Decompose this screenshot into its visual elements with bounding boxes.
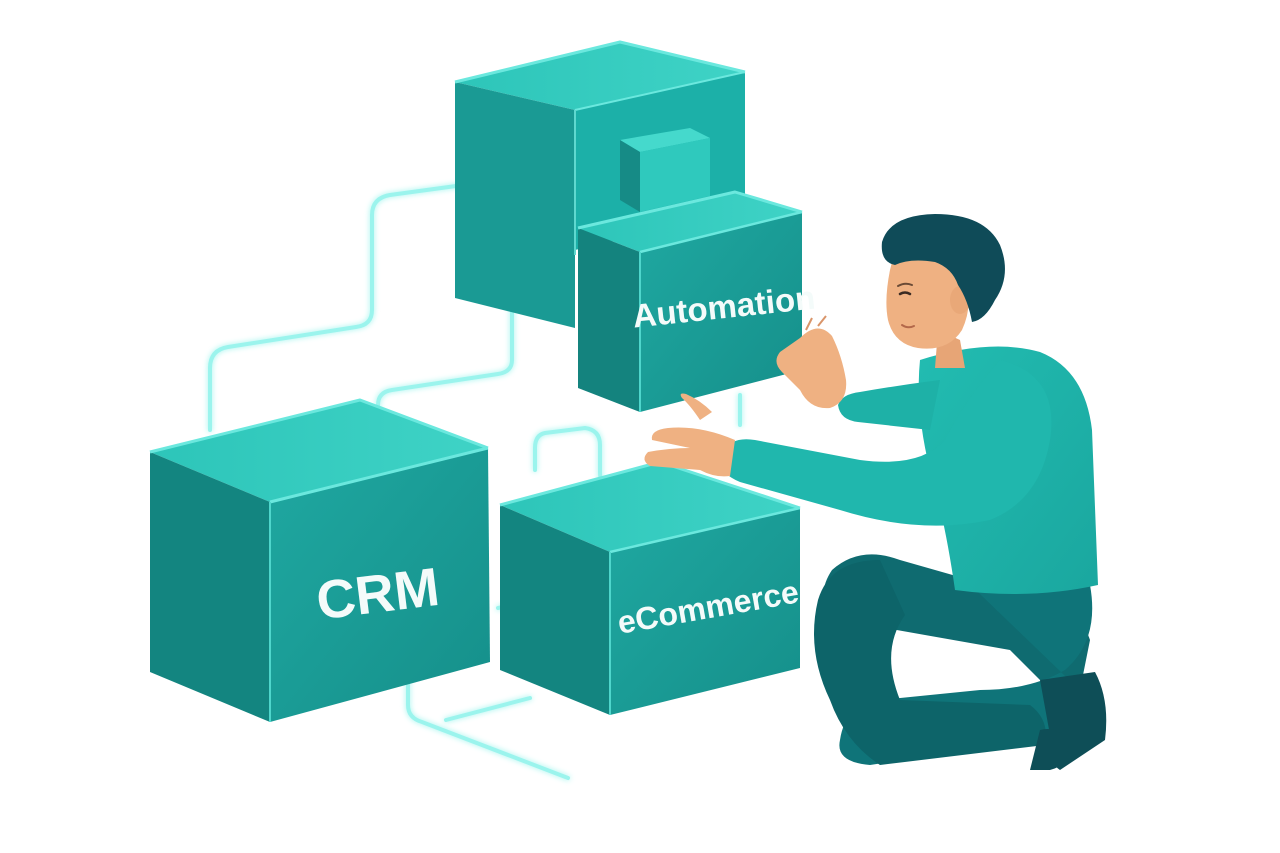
crm-block: CRM bbox=[149, 398, 490, 722]
far-arm bbox=[838, 380, 940, 430]
tower-knob bbox=[620, 128, 710, 212]
crm-label: CRM bbox=[313, 557, 442, 632]
front-shoe bbox=[1030, 729, 1069, 770]
hair bbox=[881, 214, 1005, 322]
near-hand bbox=[644, 427, 735, 477]
ecommerce-block: eCommerce bbox=[499, 460, 801, 715]
front-shin bbox=[814, 560, 1046, 765]
automation-block: Automation bbox=[577, 190, 817, 412]
near-arm bbox=[720, 360, 1052, 526]
far-hand bbox=[776, 328, 847, 409]
person-figure bbox=[644, 214, 1107, 770]
face bbox=[886, 247, 969, 349]
